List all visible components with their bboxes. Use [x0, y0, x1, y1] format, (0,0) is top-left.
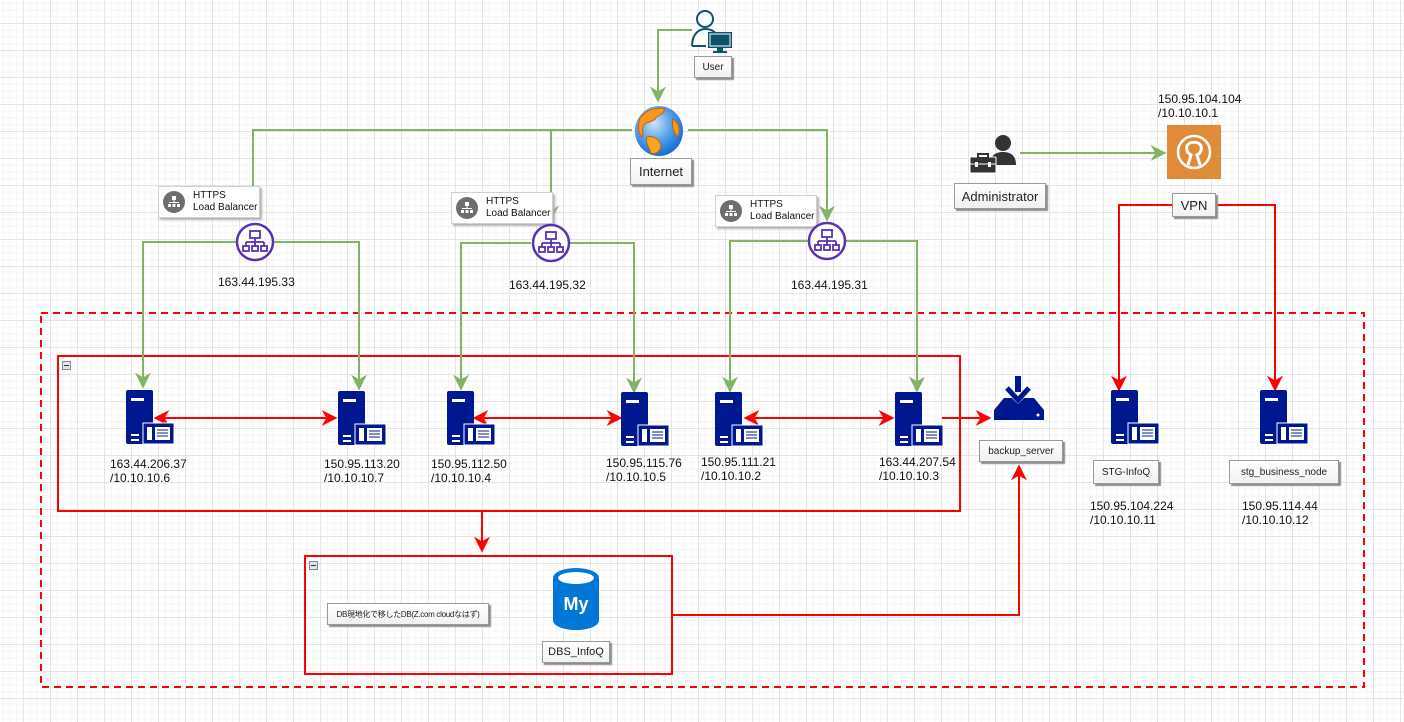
web-server-4[interactable] [621, 392, 671, 447]
stg-infoq-label: STG-InfoQ [1093, 460, 1159, 484]
server-icon [1260, 390, 1309, 445]
load-balancer-1[interactable] [235, 222, 275, 262]
backup-server-label: backup_server [979, 440, 1063, 462]
stg-business-node-ip: 150.95.114.44/10.10.10.12 [1242, 499, 1318, 527]
administrator-label: Administrator [954, 183, 1046, 209]
lb2-badge-line2: Load Balancer [486, 208, 551, 219]
link-user-internet [650, 29, 692, 103]
link-lb1-servers [142, 241, 360, 388]
load-balancer-icon [531, 223, 571, 263]
link-vpn-stg-business [1215, 204, 1283, 392]
load-balancer-2[interactable] [531, 223, 571, 263]
web-server-1-ip: 163.44.206.37/10.10.10.6 [110, 457, 187, 485]
ip-public: 150.95.111.21 [701, 455, 776, 469]
collapse-db-group-button[interactable] [309, 561, 318, 570]
link-internet-lb2 [543, 129, 632, 222]
server-icon [338, 391, 387, 446]
web-server-3[interactable] [447, 391, 497, 446]
server-icon [126, 390, 175, 445]
backup-server-node[interactable] [992, 376, 1046, 422]
link-db-backup [672, 464, 1027, 616]
database-label: DBS_InfoQ [542, 641, 610, 663]
server-icon [715, 392, 764, 447]
web-server-3-ip: 150.95.112.50/10.10.10.4 [431, 457, 507, 485]
lb1-ip: 163.44.195.33 [218, 275, 295, 289]
vpn-node[interactable] [1167, 125, 1221, 179]
ip-public: 150.95.115.76 [606, 456, 682, 470]
web-server-6-ip: 163.44.207.54/10.10.10.3 [879, 455, 956, 483]
stg-business-node-label: stg_business_node [1229, 460, 1339, 484]
collapse-web-group-button[interactable] [62, 361, 71, 370]
user-label: User [694, 56, 732, 78]
web-server-2[interactable] [338, 391, 388, 446]
web-server-4-ip: 150.95.115.76/10.10.10.5 [606, 456, 682, 484]
vpn-ip-public: 150.95.104.104 [1158, 92, 1242, 106]
vpn-ip: 150.95.104.104 /10.10.10.1 [1158, 92, 1241, 120]
ip-private: /10.10.10.11 [1090, 513, 1156, 527]
ip-public: 150.95.114.44 [1242, 499, 1318, 513]
lb2-badge-line1: HTTPS [486, 196, 519, 207]
globe-icon [635, 106, 683, 156]
network-icon [456, 197, 478, 219]
lb2-ip: 163.44.195.32 [509, 278, 586, 292]
server-icon [447, 391, 496, 446]
link-internet-lb1 [245, 129, 632, 220]
openvpn-icon [1176, 134, 1212, 170]
stg-business-node-server[interactable] [1260, 390, 1310, 445]
vpn-ip-private: /10.10.10.1 [1158, 106, 1219, 120]
network-icon [163, 191, 185, 213]
lb1-badge-line1: HTTPS [193, 190, 226, 201]
download-tray-icon [994, 376, 1044, 420]
link-lb2-servers [460, 242, 635, 391]
ip-private: /10.10.10.5 [606, 470, 667, 484]
internet-label: Internet [630, 158, 692, 185]
ip-public: 150.95.104.224 [1090, 499, 1174, 513]
mysql-icon: My [553, 568, 599, 630]
admin-toolbox-icon [969, 135, 1016, 174]
web-server-2-ip: 150.95.113.20/10.10.10.7 [324, 457, 400, 485]
web-server-5-ip: 150.95.111.21/10.10.10.2 [701, 455, 776, 483]
ip-private: /10.10.10.4 [431, 471, 492, 485]
administrator-node[interactable] [966, 131, 1022, 179]
ip-public: 163.44.206.37 [110, 457, 187, 471]
ip-public: 163.44.207.54 [879, 455, 956, 469]
web-server-6[interactable] [895, 392, 945, 447]
link-lb3-servers [729, 240, 918, 390]
mysql-database-node[interactable]: My [553, 568, 599, 630]
ip-private: /10.10.10.3 [879, 469, 940, 483]
web-server-group[interactable] [57, 355, 961, 512]
web-server-1[interactable] [126, 390, 176, 445]
user-computer-icon [691, 10, 732, 53]
mysql-icon-text: My [563, 594, 588, 614]
server-icon [1111, 390, 1160, 445]
ip-private: /10.10.10.2 [701, 469, 762, 483]
load-balancer-3[interactable] [807, 221, 847, 261]
link-vpn-stg-infoq [1111, 204, 1172, 392]
internet-node[interactable] [633, 105, 685, 157]
ip-private: /10.10.10.12 [1242, 513, 1309, 527]
lb3-badge-line2: Load Balancer [750, 211, 815, 222]
vpn-label: VPN [1172, 193, 1216, 217]
lb1-badge-line2: Load Balancer [193, 202, 258, 213]
load-balancer-icon [235, 222, 275, 262]
stg-infoq-server[interactable] [1111, 390, 1161, 445]
ip-private: /10.10.10.6 [110, 471, 171, 485]
web-server-5[interactable] [715, 392, 765, 447]
stg-infoq-ip: 150.95.104.224/10.10.10.11 [1090, 499, 1173, 527]
server-icon [895, 392, 944, 447]
network-icon [720, 200, 742, 222]
load-balancer-icon [807, 221, 847, 261]
user-node[interactable] [690, 8, 736, 54]
database-note: DB現地化で移したDB(Z.com cloudなはず) [327, 603, 489, 625]
ip-public: 150.95.113.20 [324, 457, 400, 471]
ip-public: 150.95.112.50 [431, 457, 507, 471]
server-icon [621, 392, 670, 447]
lb3-badge-line1: HTTPS [750, 199, 783, 210]
ip-private: /10.10.10.7 [324, 471, 385, 485]
lb3-ip: 163.44.195.31 [791, 278, 868, 292]
